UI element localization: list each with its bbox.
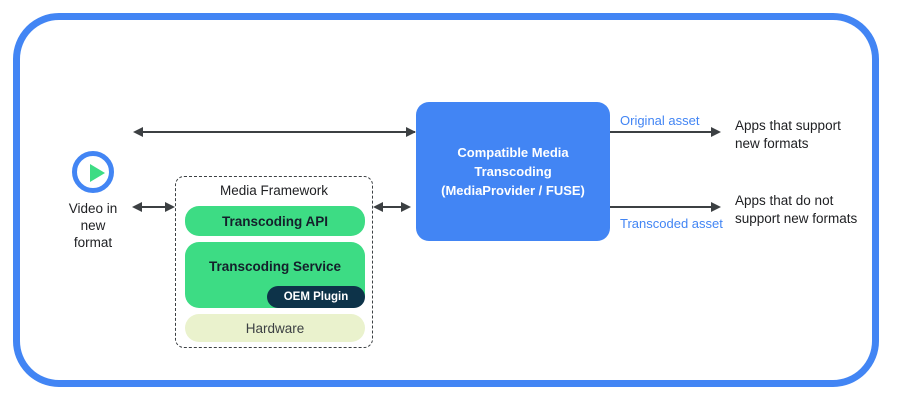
transcoding-service-block[interactable]: Transcoding Service OEM Plugin [185, 242, 365, 308]
cmt-line-2: Transcoding [474, 164, 552, 179]
compatible-media-transcoding-box[interactable]: Compatible Media Transcoding (MediaProvi… [416, 102, 610, 241]
arrow-video-framework-head-right [165, 201, 175, 212]
arrow-framework-transcoding-head-right [401, 201, 411, 212]
media-framework-container: Media Framework Transcoding API Transcod… [175, 176, 373, 348]
transcoded-asset-label: Transcoded asset [620, 216, 723, 231]
play-triangle-icon [90, 164, 105, 182]
video-caption-line-3: format [73, 235, 113, 250]
arrow-video-transcoding-head-right [406, 126, 416, 137]
apps-not-support-line-1: Apps that do not [735, 193, 834, 208]
arrow-video-transcoding-head-left [133, 126, 143, 137]
apps-support-line-2: new formats [735, 135, 809, 151]
apps-support-new-formats-label: Apps that support new formats [735, 117, 841, 152]
cmt-line-1: Compatible Media [457, 145, 569, 160]
oem-plugin-badge[interactable]: OEM Plugin [267, 286, 365, 308]
compatible-media-transcoding-text: Compatible Media Transcoding (MediaProvi… [441, 143, 585, 200]
arrow-framework-transcoding-line [382, 206, 407, 208]
apps-not-support-new-formats-label: Apps that do not support new formats [735, 192, 857, 227]
arrow-framework-transcoding-head-left [373, 201, 383, 212]
video-caption-line-1: Video in [68, 201, 118, 216]
video-caption-line-2: new [80, 218, 106, 233]
video-source-caption: Video in new format [43, 200, 143, 251]
arrow-transcoded-asset-head [711, 201, 721, 212]
arrow-original-asset-head [711, 126, 721, 137]
cmt-line-3: (MediaProvider / FUSE) [441, 183, 585, 198]
hardware-block[interactable]: Hardware [185, 314, 365, 342]
transcoding-service-label: Transcoding Service [208, 259, 342, 274]
original-asset-label: Original asset [620, 113, 700, 128]
arrow-video-framework-head-left [132, 201, 142, 212]
arrow-original-asset-line [610, 131, 713, 133]
transcoding-api-block[interactable]: Transcoding API [185, 206, 365, 236]
play-circle-icon [72, 151, 114, 193]
apps-support-line-1: Apps that support [735, 118, 841, 133]
transcoding-api-label: Transcoding API [221, 213, 329, 229]
media-framework-title: Media Framework [219, 183, 329, 198]
apps-not-support-line-2: support new formats [735, 210, 858, 226]
arrow-video-transcoding-line [143, 131, 415, 133]
oem-plugin-label: OEM Plugin [283, 291, 349, 303]
arrow-transcoded-asset-line [610, 206, 713, 208]
arrow-video-framework-line [142, 206, 172, 208]
hardware-label: Hardware [245, 320, 305, 336]
